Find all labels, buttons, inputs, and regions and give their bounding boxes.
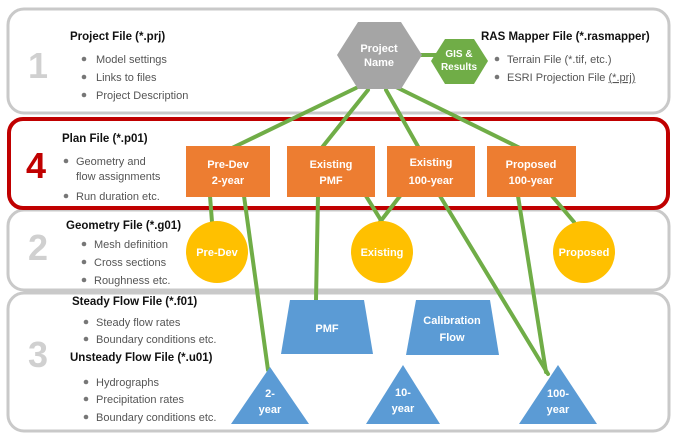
geometry-bullet: Cross sections bbox=[94, 257, 167, 269]
connector-proposed-plan-flow bbox=[516, 194, 548, 374]
svg-text:2-: 2- bbox=[265, 388, 275, 400]
connector-project-plan-existing-100 bbox=[384, 88, 422, 152]
plan-file-title: Plan File (*.p01) bbox=[62, 133, 148, 145]
steady-bullet: Boundary conditions etc. bbox=[96, 334, 216, 346]
connector-project-plan-proposed bbox=[394, 85, 522, 150]
unsteady-flow-file-title: Unsteady Flow File (*.u01) bbox=[70, 352, 213, 364]
gis-results-node: GIS & Results bbox=[431, 39, 488, 84]
section-number-4: 4 bbox=[26, 145, 46, 186]
steady-flow-file-title: Steady Flow File (*.f01) bbox=[72, 296, 197, 308]
geometry-node-predev: Pre-Dev bbox=[186, 221, 248, 283]
project-section-panel bbox=[6, 7, 671, 115]
project-name-node: Project Name bbox=[337, 22, 422, 89]
connector-pmf-plan-flow bbox=[314, 194, 320, 302]
svg-text:year: year bbox=[547, 404, 570, 416]
connector-predev-plan-geometry bbox=[208, 194, 214, 224]
plan-node-existing-100year: Existing 100-year bbox=[387, 146, 475, 197]
svg-text:100-year: 100-year bbox=[409, 175, 454, 187]
svg-text:100-year: 100-year bbox=[509, 175, 554, 187]
ras-mapper-file-title: RAS Mapper File (*.rasmapper) bbox=[481, 31, 650, 43]
steady-flow-node-calibration: Calibration Flow bbox=[406, 300, 499, 355]
flow-section-panel bbox=[6, 291, 671, 433]
svg-text:Proposed: Proposed bbox=[506, 159, 557, 171]
geometry-file-title: Geometry File (*.g01) bbox=[66, 220, 181, 232]
unsteady-flow-node-2year: 2- year bbox=[231, 367, 309, 424]
svg-text:Existing: Existing bbox=[361, 247, 404, 259]
section-number-3: 3 bbox=[28, 334, 48, 375]
project-file-title: Project File (*.prj) bbox=[70, 31, 165, 43]
svg-text:Calibration: Calibration bbox=[423, 315, 481, 327]
svg-text:Pre-Dev: Pre-Dev bbox=[196, 247, 238, 259]
plan-bullet: Run duration etc. bbox=[76, 191, 160, 203]
connector-predev-plan-2year bbox=[242, 194, 270, 372]
steady-bullet: Steady flow rates bbox=[96, 317, 181, 329]
mapper-bullet: ESRI Projection File (*.prj) bbox=[507, 72, 635, 84]
unsteady-flow-node-100year: 100- year bbox=[519, 365, 597, 424]
connector-proposed-plan-geometry bbox=[550, 194, 576, 224]
project-bullet: Project Description bbox=[96, 90, 188, 102]
plan-node-proposed-100year: Proposed 100-year bbox=[487, 146, 576, 197]
unsteady-bullet: Boundary conditions etc. bbox=[96, 412, 216, 424]
connector-existing100-plan-geometry bbox=[378, 194, 402, 224]
steady-flow-node-pmf: PMF bbox=[281, 300, 373, 354]
svg-text:Name: Name bbox=[364, 57, 394, 69]
svg-text:Proposed: Proposed bbox=[559, 247, 610, 259]
plan-bullet: flow assignments bbox=[76, 171, 161, 183]
svg-text:PMF: PMF bbox=[315, 323, 339, 335]
svg-text:GIS &: GIS & bbox=[445, 49, 472, 60]
svg-text:Existing: Existing bbox=[410, 157, 453, 169]
connector-pmf-plan-geometry bbox=[364, 194, 384, 224]
svg-text:Flow: Flow bbox=[439, 332, 464, 344]
svg-text:Existing: Existing bbox=[310, 159, 353, 171]
svg-text:year: year bbox=[392, 403, 415, 415]
svg-text:10-: 10- bbox=[395, 387, 411, 399]
svg-text:year: year bbox=[259, 404, 282, 416]
connector-project-plan-predev bbox=[230, 86, 358, 150]
project-bullet: Links to files bbox=[96, 72, 157, 84]
project-bullet: Model settings bbox=[96, 54, 167, 66]
svg-text:Project: Project bbox=[360, 43, 398, 55]
svg-text:PMF: PMF bbox=[319, 175, 343, 187]
connector-existing100-plan-flow bbox=[438, 194, 550, 376]
unsteady-bullet: Precipitation rates bbox=[96, 394, 185, 406]
esri-projection-link[interactable]: (*.prj) bbox=[609, 72, 636, 84]
svg-text:Results: Results bbox=[441, 62, 478, 73]
section-number-1: 1 bbox=[28, 45, 48, 86]
plan-node-predev-2year: Pre-Dev 2-year bbox=[186, 146, 270, 197]
mapper-bullet: Terrain File (*.tif, etc.) bbox=[507, 54, 612, 66]
unsteady-flow-node-10year: 10- year bbox=[366, 365, 440, 424]
plan-node-existing-pmf: Existing PMF bbox=[287, 146, 375, 197]
geometry-bullet: Roughness etc. bbox=[94, 275, 170, 287]
svg-text:Pre-Dev: Pre-Dev bbox=[207, 159, 249, 171]
connector-project-plan-existing-pmf bbox=[318, 88, 370, 152]
unsteady-bullet: Hydrographs bbox=[96, 377, 159, 389]
plan-bullet: Geometry and bbox=[76, 156, 146, 168]
geometry-node-existing: Existing bbox=[351, 221, 413, 283]
geometry-bullet: Mesh definition bbox=[94, 239, 168, 251]
section-number-2: 2 bbox=[28, 227, 48, 268]
svg-text:100-: 100- bbox=[547, 388, 569, 400]
geometry-node-proposed: Proposed bbox=[553, 221, 615, 283]
svg-text:2-year: 2-year bbox=[212, 175, 245, 187]
